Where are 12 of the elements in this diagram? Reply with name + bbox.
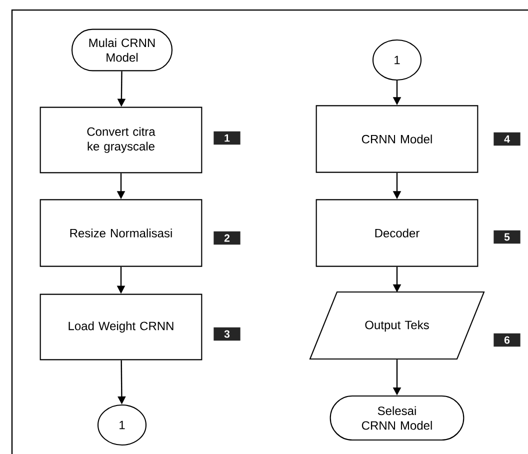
step-number-badge: 4 [494,132,520,146]
step-number-badge: 3 [214,327,240,341]
step-number-badge: 6 [494,333,520,347]
io-parallelogram: Output Teks [309,291,485,360]
process-box: Resize Normalisasi [40,199,202,267]
step-number-badge: 5 [494,230,520,244]
step-number-badge: 2 [214,231,240,245]
process-box: Decoder [316,199,478,267]
process-box: CRNN Model [316,105,478,173]
process-box: Load Weight CRNN [40,294,202,360]
process-box: Convert citra ke grayscale [40,106,202,174]
step-number-badge: 1 [214,131,240,145]
